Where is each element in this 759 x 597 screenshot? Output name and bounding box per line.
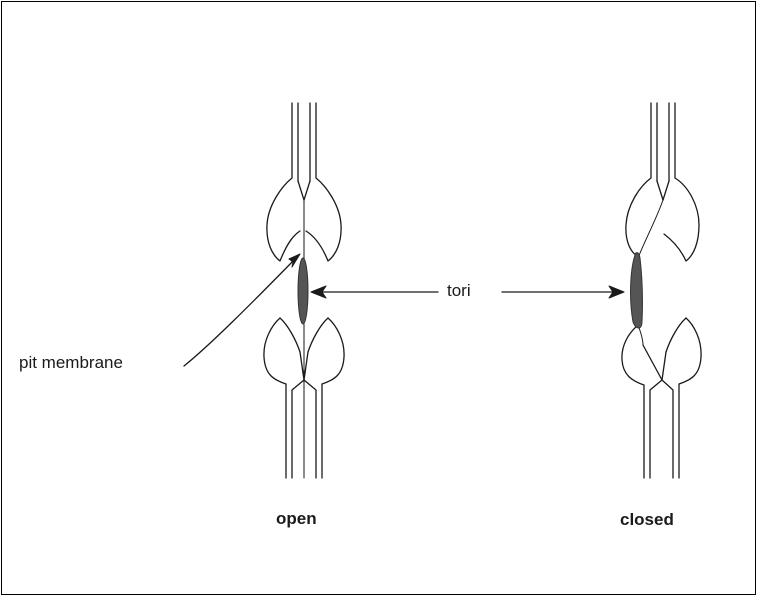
open-lower-right-wall: [322, 318, 344, 478]
open-label: open: [276, 509, 317, 529]
closed-pit-membrane: [638, 200, 663, 258]
open-upper-left-wall: [267, 103, 300, 261]
open-lower-left-arch: [280, 318, 300, 352]
open-lower-notch-left: [292, 352, 304, 478]
open-lower-notch-right: [304, 352, 316, 478]
pit-membrane-leader: [184, 254, 300, 366]
open-upper-notch-right: [304, 181, 310, 200]
open-lower-right-arch: [308, 318, 328, 352]
closed-torus: [631, 253, 643, 328]
pit-membrane-leader-head: [289, 254, 300, 267]
closed-upper-notch-left: [657, 181, 663, 200]
closed-lower-left-wall: [622, 326, 644, 478]
closed-upper-left-wall: [626, 103, 651, 256]
open-lower-left-wall: [264, 318, 286, 478]
tori-label: tori: [447, 281, 471, 301]
closed-lower-notch-right: [662, 352, 673, 478]
open-upper-notch-left: [298, 181, 304, 200]
closed-lower-notch-left: [643, 345, 662, 478]
closed-lower-right-wall: [679, 318, 701, 478]
pit-membrane-leader-line: [184, 258, 296, 366]
pit-membrane-label: pit membrane: [19, 353, 123, 373]
closed-label: closed: [620, 510, 674, 530]
open-upper-right-wall: [306, 103, 341, 261]
closed-lower-right-arch: [666, 318, 686, 352]
open-torus: [298, 258, 308, 324]
closed-upper-notch-right: [663, 181, 669, 200]
